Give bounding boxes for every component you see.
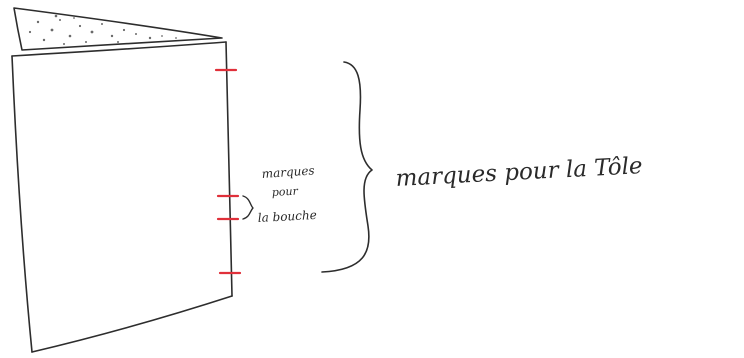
small-brace (242, 195, 254, 220)
flap-speckles (28, 14, 177, 45)
small-note-line-3: la bouche (257, 208, 317, 225)
small-note-line-2: pour (271, 185, 298, 199)
red-tick-marks (214, 68, 242, 275)
top-flap (13, 7, 223, 51)
main-annotation: marques pour la Tôle (395, 153, 643, 192)
main-panel (11, 41, 233, 353)
large-brace (321, 61, 373, 273)
small-note-line-1: marques (261, 163, 315, 181)
